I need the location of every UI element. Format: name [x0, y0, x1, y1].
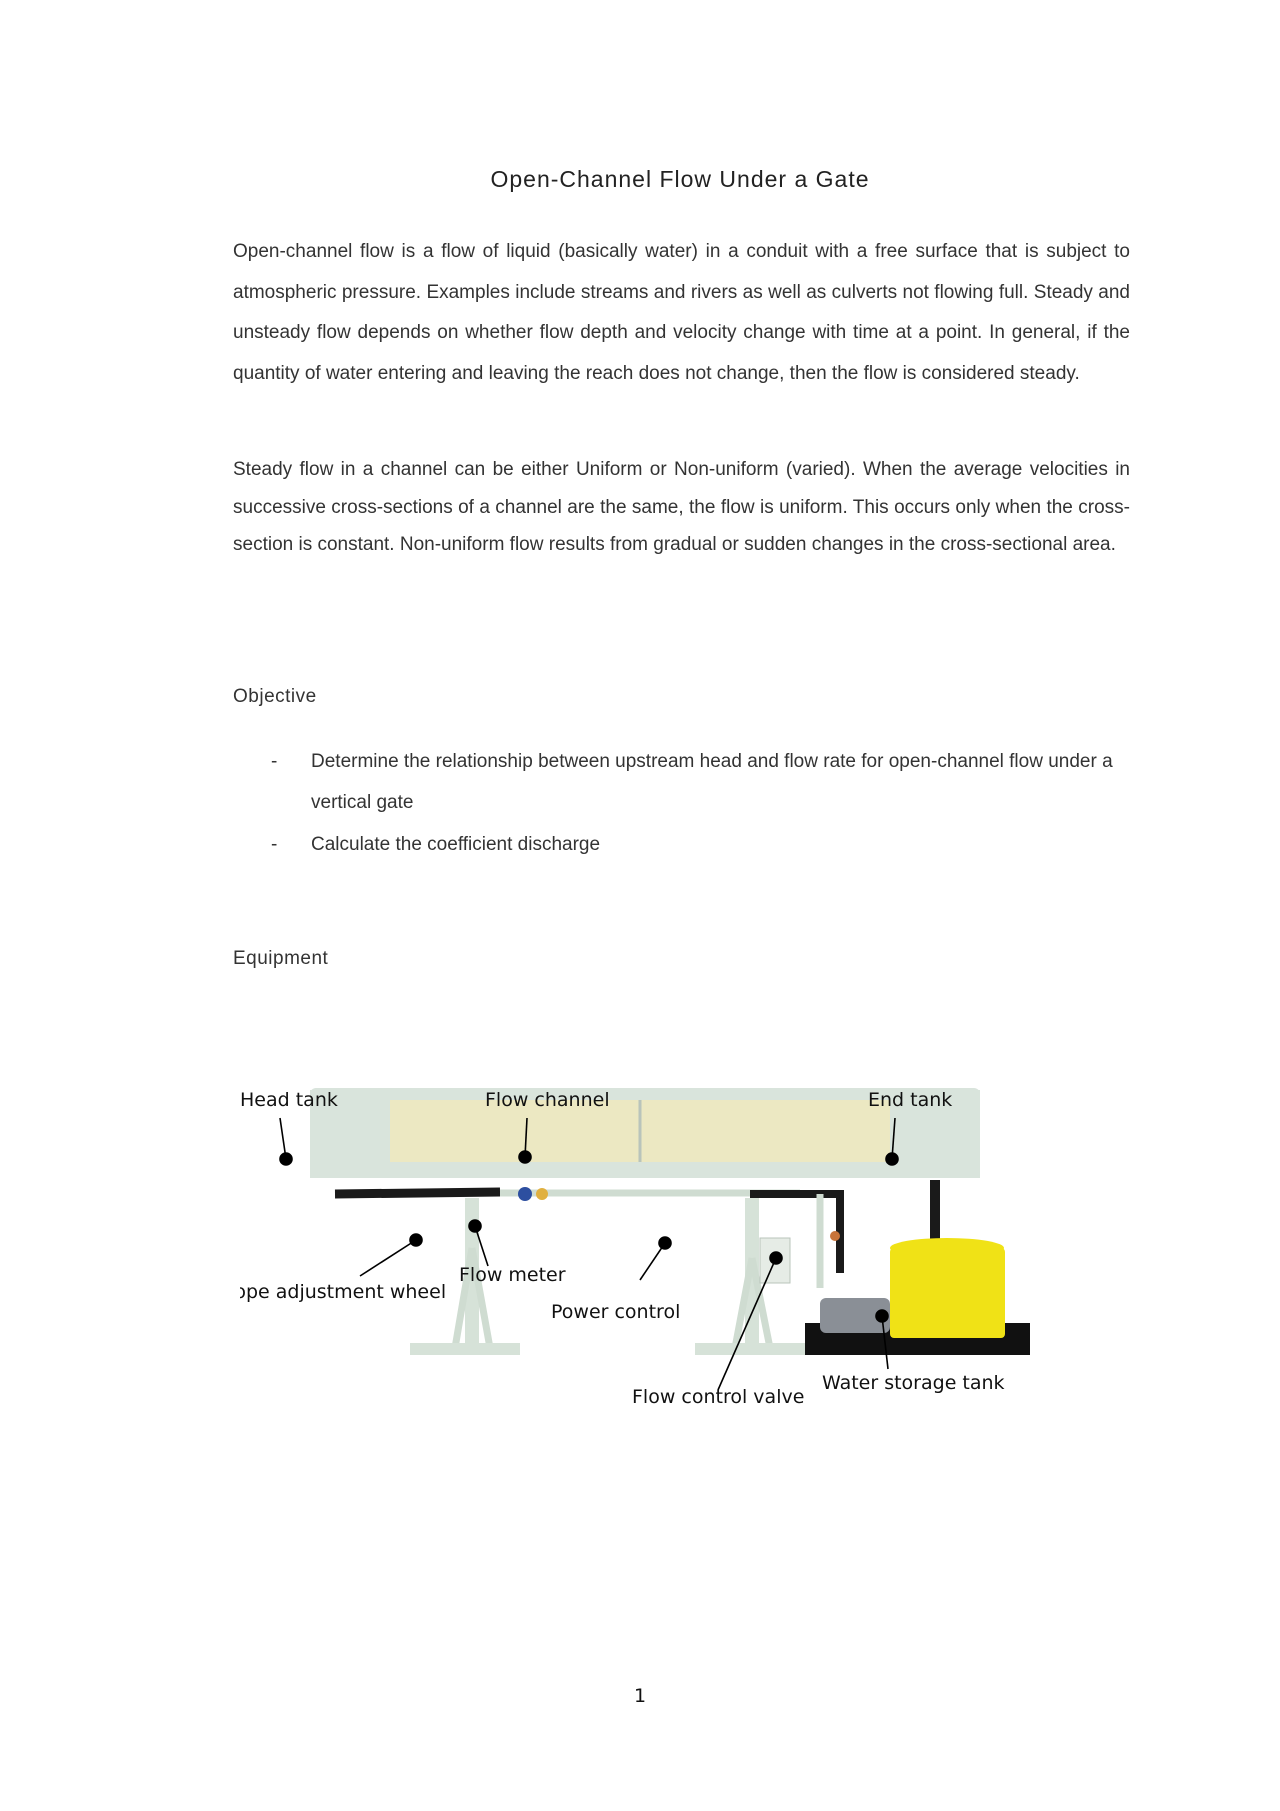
label-slope-adjustment-wheel: Slope adjustment wheel: [240, 1281, 446, 1303]
pump: [820, 1298, 890, 1333]
label-water-storage-tank: Water storage tank: [822, 1372, 1005, 1394]
end-tank: [895, 1090, 980, 1178]
objective-list: - Determine the relationship between ups…: [233, 742, 1130, 868]
left-stand-legs: [451, 1247, 494, 1349]
label-flow-channel: Flow channel: [485, 1089, 610, 1111]
page-number: 1: [633, 1685, 647, 1707]
head-tank: [310, 1090, 380, 1178]
equipment-diagram: Head tank Flow channel End tank Slope ad…: [240, 1088, 1030, 1408]
flow-meter-body: [518, 1187, 532, 1201]
right-stand-legs: [731, 1257, 774, 1349]
label-flow-control-valve: Flow control valve: [632, 1386, 804, 1408]
support-stands: [410, 1198, 805, 1355]
piping: [334, 1180, 940, 1288]
intro-paragraph-1: Open-channel flow is a flow of liquid (b…: [233, 241, 1130, 384]
flow-meter-fitting: [536, 1188, 548, 1200]
left-stand: [465, 1198, 479, 1348]
flow-channel-assembly: [310, 1088, 980, 1178]
end-tank-drain: [930, 1180, 940, 1270]
list-item: - Calculate the coefficient discharge: [233, 825, 1130, 866]
equipment-heading: Equipment: [233, 948, 329, 969]
objective-heading: Objective: [233, 686, 317, 707]
intro-paragraph-2: Steady flow in a channel can be either U…: [233, 459, 1130, 555]
objective-item-text: Calculate the coefficient discharge: [311, 834, 601, 855]
water-storage-unit: [805, 1238, 1030, 1355]
label-head-tank: Head tank: [240, 1089, 338, 1111]
left-hose: [334, 1187, 501, 1199]
bullet-dash: -: [271, 834, 278, 855]
water-storage-tank-top: [890, 1238, 1004, 1258]
right-base: [695, 1343, 805, 1355]
label-power-control: Power control: [551, 1301, 680, 1323]
water-storage-tank: [890, 1248, 1005, 1338]
return-hose: [750, 1190, 844, 1273]
valve-handle: [830, 1231, 840, 1241]
callout-leaders: [279, 1117, 899, 1391]
label-flow-meter: Flow meter: [459, 1264, 566, 1286]
left-base: [410, 1343, 520, 1355]
label-end-tank: End tank: [868, 1089, 952, 1111]
objective-item-text: Determine the relationship between upstr…: [311, 751, 1113, 813]
bullet-dash: -: [271, 751, 278, 772]
page-title: Open-Channel Flow Under a Gate: [490, 166, 870, 192]
list-item: - Determine the relationship between ups…: [233, 742, 1130, 823]
